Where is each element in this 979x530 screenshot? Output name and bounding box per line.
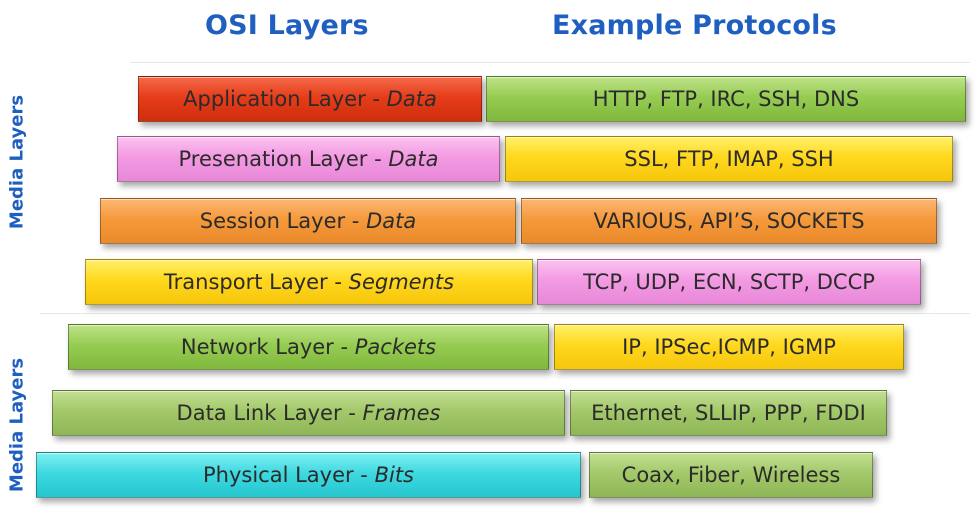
- application-layer-bar: Application Layer - Data: [138, 76, 482, 122]
- physical-layer-bar: Physical Layer - Bits: [36, 452, 581, 498]
- session-protocols: VARIOUS, API’S, SOCKETS: [593, 209, 865, 233]
- media-layers-label-bottom: Media Layers: [6, 357, 28, 493]
- session-layer-unit: Data: [366, 209, 417, 233]
- media-layers-label-top: Media Layers: [6, 94, 28, 230]
- example-protocols-title: Example Protocols: [552, 10, 837, 41]
- physical-protocols-bar: Coax, Fiber, Wireless: [589, 452, 873, 498]
- data-link-layer-bar: Data Link Layer - Frames: [52, 390, 565, 436]
- top-divider: [130, 62, 970, 63]
- data-link-protocols-bar: Ethernet, SLLIP, PPP, FDDI: [570, 390, 887, 436]
- network-layer-bar: Network Layer - Packets: [68, 324, 549, 370]
- physical-protocols: Coax, Fiber, Wireless: [621, 463, 841, 487]
- application-layer-name: Application Layer -: [183, 87, 387, 111]
- data-link-protocols: Ethernet, SLLIP, PPP, FDDI: [591, 401, 866, 425]
- transport-layer-unit: Segments: [348, 270, 455, 294]
- network-layer-name: Network Layer -: [180, 335, 355, 359]
- transport-layer-bar: Transport Layer - Segments: [85, 259, 533, 305]
- presentation-layer-unit: Data: [388, 147, 439, 171]
- transport-protocols-bar: TCP, UDP, ECN, SCTP, DCCP: [537, 259, 921, 305]
- data-link-layer-unit: Frames: [362, 401, 441, 425]
- transport-protocols: TCP, UDP, ECN, SCTP, DCCP: [583, 270, 875, 294]
- presentation-protocols-bar: SSL, FTP, IMAP, SSH: [505, 136, 953, 182]
- physical-layer-name: Physical Layer -: [202, 463, 375, 487]
- data-link-layer-name: Data Link Layer -: [176, 401, 363, 425]
- session-layer-name: Session Layer -: [199, 209, 367, 233]
- session-protocols-bar: VARIOUS, API’S, SOCKETS: [521, 198, 937, 244]
- physical-layer-unit: Bits: [374, 463, 414, 487]
- application-layer-unit: Data: [386, 87, 437, 111]
- presentation-layer-name: Presenation Layer -: [178, 147, 389, 171]
- network-protocols-bar: IP, IPSec,ICMP, IGMP: [554, 324, 904, 370]
- presentation-protocols: SSL, FTP, IMAP, SSH: [624, 147, 834, 171]
- middle-divider: [40, 313, 970, 314]
- application-protocols-bar: HTTP, FTP, IRC, SSH, DNS: [486, 76, 966, 122]
- transport-layer-name: Transport Layer -: [163, 270, 349, 294]
- network-protocols: IP, IPSec,ICMP, IGMP: [622, 335, 836, 359]
- network-layer-unit: Packets: [354, 335, 437, 359]
- osi-layers-title: OSI Layers: [205, 10, 369, 41]
- presentation-layer-bar: Presenation Layer - Data: [117, 136, 500, 182]
- application-protocols: HTTP, FTP, IRC, SSH, DNS: [592, 87, 860, 111]
- session-layer-bar: Session Layer - Data: [100, 198, 516, 244]
